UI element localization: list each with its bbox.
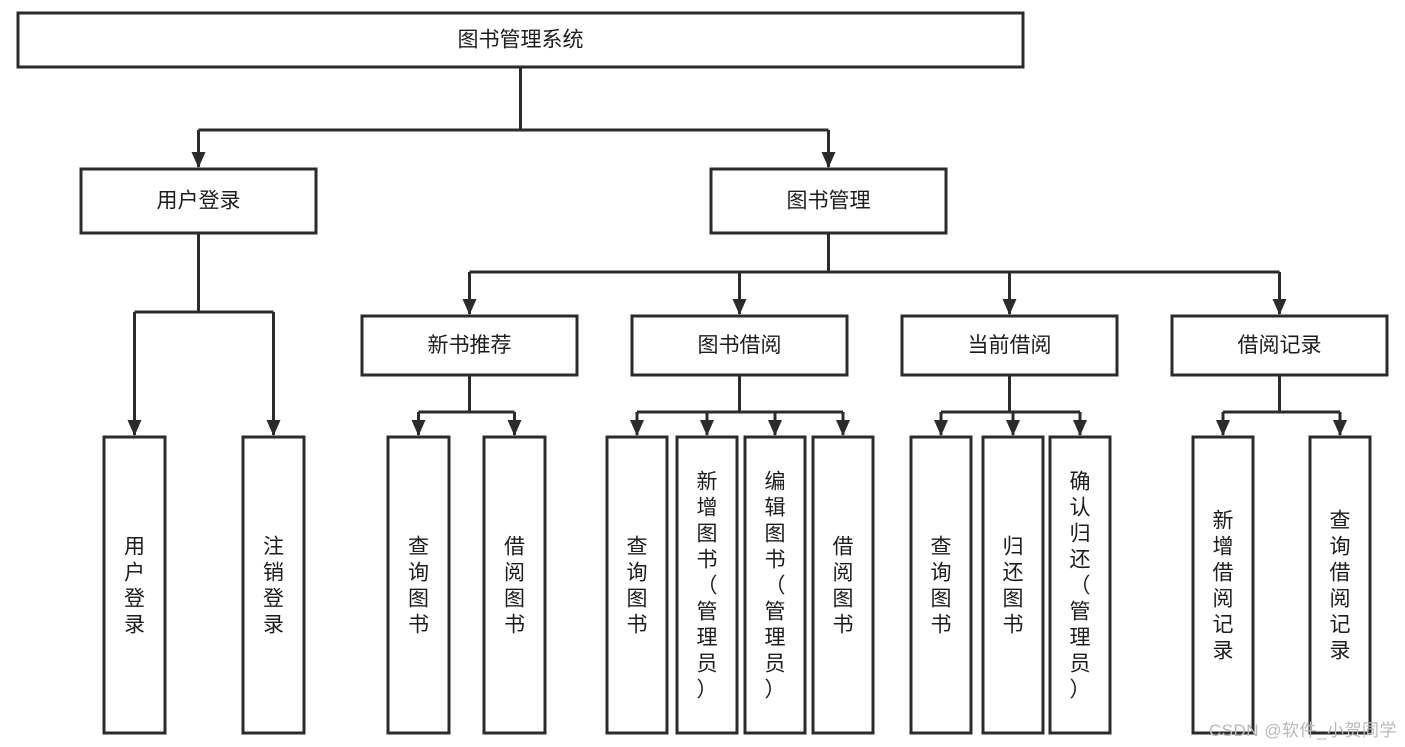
- node-new-book-rec[interactable]: 新书推荐: [360, 314, 579, 377]
- arrow-head-icon: [127, 420, 142, 436]
- node-leaf-confirm-return-label: 确认归还（管理员）: [1070, 470, 1091, 701]
- node-leaf-add-record-label: 新增借阅记录: [1213, 509, 1234, 662]
- node-book-borrow-label: 图书借阅: [698, 334, 782, 357]
- node-leaf-query-book-1[interactable]: 查询图书: [386, 435, 451, 735]
- arrow-head-icon: [266, 420, 281, 436]
- arrow-head-icon: [507, 420, 522, 436]
- arrow-head-icon: [1333, 420, 1347, 436]
- node-leaf-return-book-label: 归还图书: [1003, 535, 1024, 636]
- node-leaf-logout-box[interactable]: [241, 435, 306, 735]
- node-current-borrow-box[interactable]: [900, 314, 1119, 377]
- node-leaf-add-record-box[interactable]: [1191, 435, 1255, 735]
- node-leaf-query-record-label: 查询借阅记录: [1330, 509, 1351, 662]
- node-leaf-add-book-box[interactable]: [675, 435, 739, 735]
- arrow-head-icon: [191, 152, 206, 168]
- node-leaf-return-book-box[interactable]: [981, 435, 1045, 735]
- node-leaf-query-book-2-box[interactable]: [605, 435, 669, 735]
- node-leaf-borrow-book-2-label: 借阅图书: [833, 535, 854, 636]
- node-leaf-add-record[interactable]: 新增借阅记录: [1191, 435, 1255, 735]
- arrow-head-icon: [768, 420, 782, 436]
- arrow-head-icon: [462, 299, 477, 315]
- arrow-head-icon: [411, 420, 426, 436]
- node-leaf-confirm-return-box[interactable]: [1048, 435, 1112, 735]
- node-leaf-user-login-box[interactable]: [102, 435, 167, 735]
- node-leaf-add-book[interactable]: 新增图书（管理员）: [675, 435, 739, 735]
- arrow-head-icon: [1002, 299, 1017, 315]
- node-leaf-return-book[interactable]: 归还图书: [981, 435, 1045, 735]
- arrow-head-icon: [1073, 420, 1087, 436]
- node-borrow-record[interactable]: 借阅记录: [1170, 314, 1389, 377]
- node-leaf-user-login[interactable]: 用户登录: [102, 435, 167, 735]
- arrow-head-icon: [700, 420, 714, 436]
- node-leaf-query-record-box[interactable]: [1308, 435, 1372, 735]
- node-leaf-confirm-return[interactable]: 确认归还（管理员）: [1048, 435, 1112, 735]
- node-leaf-logout-label: 注销登录: [263, 535, 284, 636]
- node-leaf-query-book-2-label: 查询图书: [627, 535, 648, 636]
- node-leaf-borrow-book-1-box[interactable]: [482, 435, 547, 735]
- node-book-borrow[interactable]: 图书借阅: [630, 314, 849, 377]
- node-leaf-query-book-3-box[interactable]: [909, 435, 973, 735]
- node-current-borrow-label: 当前借阅: [968, 334, 1052, 357]
- node-borrow-record-label: 借阅记录: [1238, 334, 1322, 357]
- node-leaf-query-book-2[interactable]: 查询图书: [605, 435, 669, 735]
- node-leaf-user-login-label: 用户登录: [124, 535, 145, 636]
- node-book-manage-box[interactable]: [709, 167, 948, 235]
- arrow-head-icon: [1216, 420, 1230, 436]
- node-leaf-logout[interactable]: 注销登录: [241, 435, 306, 735]
- node-leaf-query-book-3-label: 查询图书: [931, 535, 952, 636]
- node-leaf-query-book-1-label: 查询图书: [408, 535, 429, 636]
- node-book-manage[interactable]: 图书管理: [709, 167, 948, 235]
- node-book-manage-label: 图书管理: [787, 190, 871, 213]
- node-new-book-rec-box[interactable]: [360, 314, 579, 377]
- arrow-head-icon: [732, 299, 747, 315]
- node-leaf-edit-book[interactable]: 编辑图书（管理员）: [743, 435, 807, 735]
- node-leaf-borrow-book-1[interactable]: 借阅图书: [482, 435, 547, 735]
- node-book-borrow-box[interactable]: [630, 314, 849, 377]
- node-user-login[interactable]: 用户登录: [79, 167, 318, 235]
- arrow-head-icon: [934, 420, 948, 436]
- node-leaf-borrow-book-2[interactable]: 借阅图书: [811, 435, 875, 735]
- node-leaf-query-record[interactable]: 查询借阅记录: [1308, 435, 1372, 735]
- node-root-label: 图书管理系统: [458, 29, 584, 52]
- node-borrow-record-box[interactable]: [1170, 314, 1389, 377]
- arrow-head-icon: [1006, 420, 1020, 436]
- arrow-head-icon: [1272, 299, 1287, 315]
- node-user-login-label: 用户登录: [157, 190, 241, 213]
- node-leaf-edit-book-box[interactable]: [743, 435, 807, 735]
- arrow-head-icon: [821, 152, 836, 168]
- diagram-nodes: 图书管理系统用户登录图书管理新书推荐图书借阅当前借阅借阅记录用户登录注销登录查询…: [16, 11, 1389, 735]
- node-current-borrow[interactable]: 当前借阅: [900, 314, 1119, 377]
- node-user-login-box[interactable]: [79, 167, 318, 235]
- node-leaf-query-book-3[interactable]: 查询图书: [909, 435, 973, 735]
- node-leaf-add-book-label: 新增图书（管理员）: [697, 470, 718, 701]
- arrow-head-icon: [630, 420, 644, 436]
- connector-lines: [127, 67, 1347, 436]
- node-leaf-query-book-1-box[interactable]: [386, 435, 451, 735]
- csdn-watermark: CSDN @软件_小贺同学: [1208, 721, 1397, 740]
- node-leaf-borrow-book-2-box[interactable]: [811, 435, 875, 735]
- node-new-book-rec-label: 新书推荐: [428, 334, 512, 357]
- node-leaf-edit-book-label: 编辑图书（管理员）: [765, 470, 786, 701]
- arrow-head-icon: [836, 420, 850, 436]
- node-leaf-borrow-book-1-label: 借阅图书: [504, 535, 525, 636]
- node-root[interactable]: 图书管理系统: [16, 11, 1025, 69]
- node-root-box[interactable]: [16, 11, 1025, 69]
